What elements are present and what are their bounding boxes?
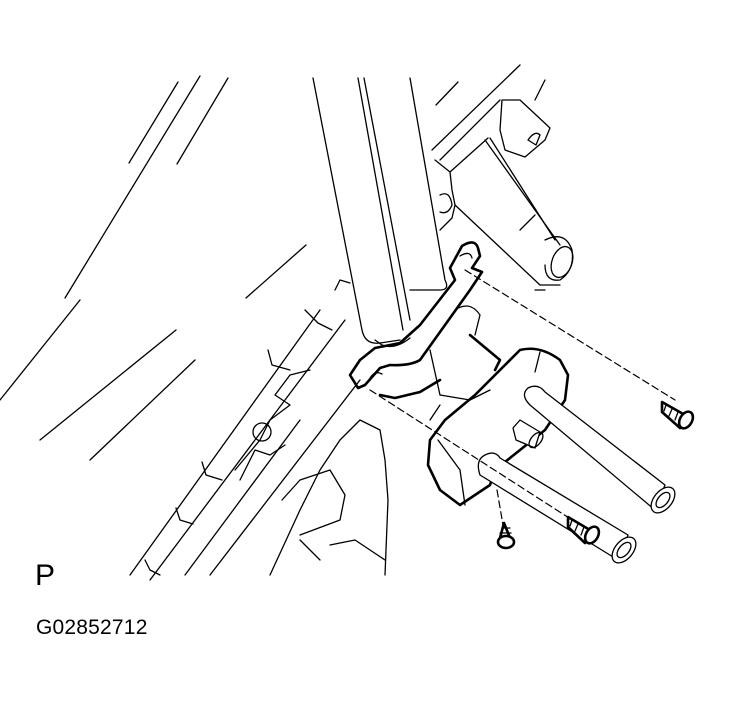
flange-assembly [426,347,570,507]
screw-lower-mid [566,515,601,545]
view-label: P [35,559,56,592]
install-dash-lines [369,269,676,526]
panel-rivet-marks [144,279,351,576]
lower-panel [234,369,389,576]
screw-lower-left [496,521,516,550]
rod-upper [523,385,676,514]
upper-housing [431,64,574,291]
rod-short [512,419,544,449]
dash-panel-edges [0,75,361,581]
steering-column [312,77,448,348]
column-clamp [348,241,484,400]
figure-code: G02852712 [36,616,148,639]
screw-upper-right [660,400,695,430]
